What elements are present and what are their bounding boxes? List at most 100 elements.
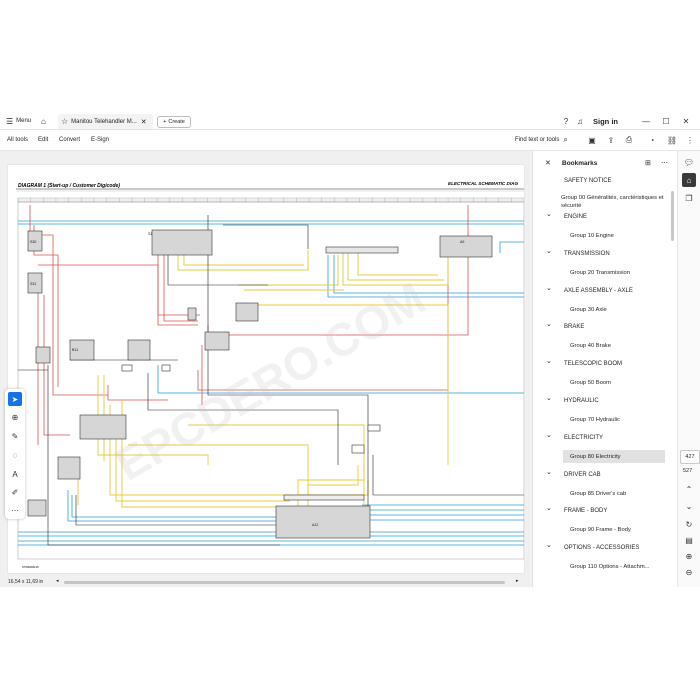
- chevron-down-icon[interactable]: ⌄: [546, 468, 552, 476]
- pages-icon[interactable]: ❐: [685, 193, 693, 203]
- close-window-icon[interactable]: ✕: [682, 116, 690, 126]
- bookmark-add-icon[interactable]: ⊞: [645, 160, 651, 167]
- chevron-down-icon[interactable]: ⌄: [546, 431, 552, 439]
- ai-assistant-icon[interactable]: ◔: [649, 135, 655, 145]
- bookmark-section[interactable]: ⌄TRANSMISSION: [533, 248, 677, 260]
- maximize-icon[interactable]: ☐: [662, 116, 670, 126]
- bookmark-child-label: Group 90 Frame - Body: [570, 527, 631, 534]
- tab-title: Manitou Telehandler M...: [71, 118, 137, 125]
- document-icon[interactable]: ▤: [685, 535, 693, 545]
- bookmark-child[interactable]: Group 70 Hydraulic: [563, 414, 665, 427]
- label-a9: A9: [460, 240, 464, 244]
- zoom-out-icon[interactable]: ⊖: [685, 567, 693, 577]
- all-tools-menu[interactable]: All tools: [7, 130, 28, 150]
- esign-menu[interactable]: E-Sign: [91, 130, 109, 150]
- document-viewport[interactable]: DIAGRAM 1 (Start-up / Customer Digicode)…: [0, 151, 530, 577]
- text-box-icon[interactable]: A: [12, 469, 18, 479]
- bookmark-child[interactable]: Group 20 Transmission: [563, 266, 665, 279]
- bookmark-section[interactable]: ⌄ HYDRAULIC: [533, 395, 677, 407]
- bookmarks-panel: ✕ Bookmarks ⊞ ⋯ SAFETY NOTICE Group 00 G…: [532, 151, 677, 587]
- notification-bell-icon[interactable]: ♫: [577, 116, 583, 126]
- bookmark-section[interactable]: ⌄ENGINE: [533, 211, 677, 223]
- hamburger-icon: ☰: [6, 116, 14, 126]
- bookmark-section[interactable]: ⌄FRAME - BODY: [533, 505, 677, 517]
- status-bar: 16,54 x 11,69 in ◂ ▸: [0, 577, 530, 587]
- edit-menu[interactable]: Edit: [38, 130, 48, 150]
- minimize-icon[interactable]: —: [642, 116, 650, 126]
- rotate-icon[interactable]: ↻: [685, 519, 693, 529]
- bookmark-section[interactable]: ⌄BRAKE: [533, 321, 677, 333]
- chevron-down-icon[interactable]: ⌄: [546, 505, 552, 513]
- fuse-block: [79, 414, 127, 440]
- more-options-icon[interactable]: ⋮: [686, 135, 694, 145]
- bookmark-child[interactable]: Group 90 Frame - Body: [563, 524, 665, 537]
- bookmark-child-label: Group 85 Driver's cab: [570, 490, 627, 497]
- convert-menu[interactable]: Convert: [59, 130, 80, 150]
- label-b11: B11: [72, 348, 78, 352]
- close-panel-icon[interactable]: ✕: [545, 160, 551, 167]
- select-cursor-icon[interactable]: ➤: [8, 392, 22, 406]
- menu-button[interactable]: ☰ Menu: [6, 113, 31, 129]
- chevron-down-icon[interactable]: ⌄: [546, 395, 552, 402]
- bookmarks-rail-icon[interactable]: ⌂: [682, 173, 696, 187]
- more-tools-icon[interactable]: ⋯: [11, 505, 19, 515]
- current-page-box[interactable]: 427: [680, 450, 700, 464]
- document-tab[interactable]: ☆ Manitou Telehandler M... ✕: [58, 114, 153, 129]
- bookmark-section[interactable]: ⌄ DRIVER CAB: [533, 469, 677, 481]
- bookmark-section-label: DRIVER CAB: [564, 471, 601, 478]
- pdf-page[interactable]: DIAGRAM 1 (Start-up / Customer Digicode)…: [8, 165, 524, 573]
- comments-icon[interactable]: 💬︎: [683, 157, 695, 167]
- bookmark-section[interactable]: ⌄TELESCOPIC BOOM: [533, 358, 677, 370]
- bookmark-safety-notice[interactable]: SAFETY NOTICE: [533, 175, 677, 187]
- chevron-down-icon[interactable]: ⌄: [685, 501, 693, 511]
- sign-in-button[interactable]: Sign in: [593, 113, 618, 129]
- help-icon[interactable]: ?: [563, 116, 569, 126]
- upload-icon[interactable]: ⇪: [607, 135, 615, 145]
- close-tab-icon[interactable]: ✕: [140, 118, 147, 126]
- bookmark-group-00[interactable]: Group 00 Généralités, carctéristiques et…: [561, 194, 669, 210]
- chevron-down-icon[interactable]: ⌄: [546, 247, 552, 255]
- label-s1: S1: [148, 232, 152, 236]
- bookmarks-more-icon[interactable]: ⋯: [661, 160, 668, 167]
- chevron-down-icon[interactable]: ⌄: [546, 211, 552, 218]
- bookmark-child[interactable]: Group 85 Driver's cab: [563, 487, 665, 500]
- print-icon[interactable]: ⎙: [625, 135, 633, 144]
- chevron-up-icon[interactable]: ⌃: [685, 484, 693, 494]
- bookmark-child[interactable]: Group 30 Axle: [563, 303, 665, 316]
- chevron-down-icon[interactable]: ⌄: [546, 358, 552, 366]
- label-a12: A12: [312, 523, 318, 527]
- bookmark-section[interactable]: ⌄ OPTIONS - ACCESSORIES: [533, 542, 677, 554]
- bookmark-child-label: Group 70 Hydraulic: [570, 417, 620, 423]
- bookmark-child-label: Group 30 Axle: [570, 306, 607, 313]
- bookmark-section-label: OPTIONS - ACCESSORIES: [564, 545, 640, 552]
- pen-icon[interactable]: ✎: [11, 431, 19, 441]
- create-button[interactable]: + Create: [157, 116, 191, 128]
- stamp-icon[interactable]: ✐: [11, 487, 19, 497]
- bookmark-child[interactable]: Group 40 Brake: [563, 340, 665, 353]
- panel-scrollbar[interactable]: [671, 191, 674, 241]
- lasso-icon[interactable]: ◌: [12, 450, 18, 460]
- right-rail: 💬︎ ⌂ ❐ 427 527 ⌃ ⌄ ↻ ▤ ⊕ ⊖: [677, 151, 700, 587]
- current-page: 427: [685, 454, 695, 460]
- bookmark-child[interactable]: Group 110 Options - Attachm...: [563, 561, 665, 574]
- add-comment-icon[interactable]: ⊕: [11, 412, 19, 422]
- horizontal-scrollbar[interactable]: [64, 581, 505, 584]
- all-tools-label: All tools: [7, 137, 29, 143]
- bookmark-section[interactable]: ⌄AXLE ASSEMBLY - AXLE: [533, 285, 677, 297]
- chevron-down-icon[interactable]: ⌄: [546, 542, 552, 550]
- save-icon[interactable]: ▣: [588, 135, 596, 145]
- bookmark-child[interactable]: Group 50 Boom: [563, 377, 665, 390]
- bookmark-section[interactable]: ⌄ELECTRICITY: [533, 432, 677, 444]
- scroll-left-icon[interactable]: ◂: [56, 578, 59, 584]
- chevron-down-icon[interactable]: ⌄: [546, 321, 552, 329]
- bookmark-child[interactable]: Group 10 Engine: [563, 230, 665, 243]
- star-icon[interactable]: ☆: [61, 117, 69, 126]
- zoom-in-icon[interactable]: ⊕: [685, 551, 693, 561]
- find-text-tools[interactable]: Find text or tools ⌕: [515, 130, 568, 150]
- bookmark-section-label: HYDRAULIC: [564, 398, 599, 404]
- scroll-right-icon[interactable]: ▸: [516, 578, 519, 584]
- home-button[interactable]: ⌂: [41, 113, 46, 129]
- chevron-down-icon[interactable]: ⌄: [546, 284, 552, 292]
- link-icon[interactable]: ⛓: [666, 135, 678, 145]
- bookmark-child-selected[interactable]: Group 80 Electricity: [563, 450, 665, 464]
